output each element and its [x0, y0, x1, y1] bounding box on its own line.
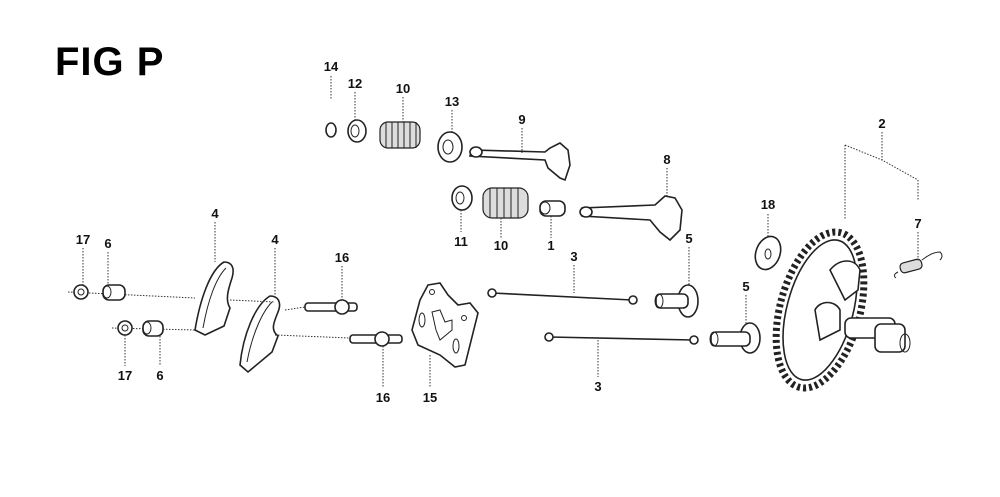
callout-13: 13 — [445, 94, 459, 109]
pivot-6-lower — [142, 320, 164, 337]
callout-5-lower: 5 — [742, 279, 749, 294]
rocker-stud-16-lower — [349, 331, 403, 347]
callout-17-lower: 17 — [118, 368, 132, 383]
push-rod-guide-plate-15 — [411, 282, 479, 368]
callout-4-left: 4 — [211, 206, 219, 221]
valve-spring-10-upper — [379, 121, 421, 149]
pivot-6-upper — [102, 284, 126, 301]
figure-title: FIG P — [55, 40, 165, 84]
callout-2: 2 — [878, 116, 885, 131]
valve-lifter-5-upper — [654, 284, 699, 318]
valve-seat-11 — [451, 185, 473, 211]
callout-1: 1 — [547, 238, 554, 253]
callout-17-upper: 17 — [76, 232, 90, 247]
push-rod-3-upper — [487, 288, 638, 305]
callout-16-lower: 16 — [376, 390, 390, 405]
valve-lifter-5-lower — [709, 322, 761, 354]
nut-17-upper — [73, 284, 89, 300]
rocker-stud-16-upper — [304, 299, 358, 315]
callout-14: 14 — [324, 59, 339, 74]
decompressor-spring-7 — [893, 251, 943, 279]
callout-16-upper: 16 — [335, 250, 349, 265]
nut-17-lower — [117, 320, 133, 336]
callout-6-upper: 6 — [104, 236, 111, 251]
callout-11: 11 — [454, 234, 468, 249]
washer-18 — [754, 235, 782, 271]
camshaft-gear-2 — [772, 228, 911, 392]
rocker-arm-4-left — [194, 261, 234, 336]
valve-retainer-1 — [539, 200, 566, 217]
valve-spring-retainer-12 — [347, 119, 367, 143]
valve-seat-13 — [437, 131, 463, 163]
valve-8 — [579, 195, 683, 242]
callout-12: 12 — [348, 76, 362, 91]
retainer-clip-14 — [325, 122, 337, 138]
callout-5-upper: 5 — [685, 231, 692, 246]
callout-8: 8 — [663, 152, 670, 167]
valve-9 — [468, 142, 571, 182]
callout-4-right: 4 — [271, 232, 279, 247]
callout-9: 9 — [518, 112, 525, 127]
callout-3-upper: 3 — [570, 249, 577, 264]
valve-spring-10-lower — [482, 187, 529, 219]
callout-7: 7 — [914, 216, 921, 231]
callout-15: 15 — [423, 390, 437, 405]
rocker-arm-4-right — [239, 295, 281, 374]
push-rod-3-lower — [544, 332, 699, 345]
callout-3-lower: 3 — [594, 379, 601, 394]
callout-18: 18 — [761, 197, 775, 212]
callout-6-lower: 6 — [156, 368, 163, 383]
callout-10-lower: 10 — [494, 238, 508, 253]
callout-10-upper: 10 — [396, 81, 410, 96]
